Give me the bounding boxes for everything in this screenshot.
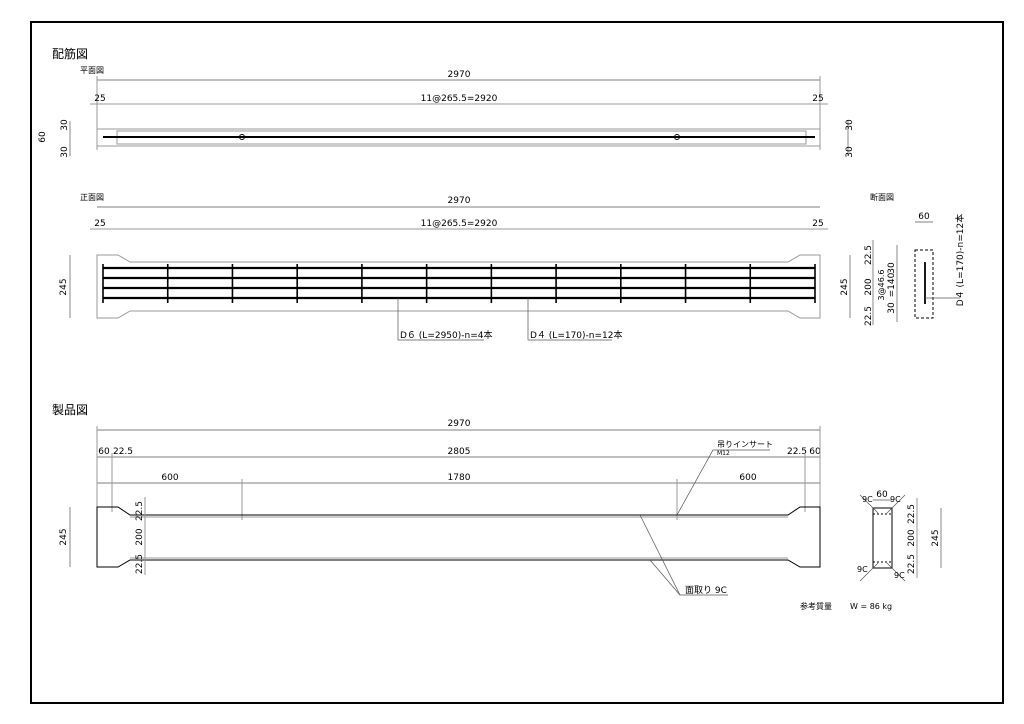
plan-overall-dim: 2970 — [448, 70, 471, 80]
section-pitch3: =140 — [887, 272, 897, 297]
dim-1780: 1780 — [448, 473, 471, 483]
plan-r-bot: 30 — [845, 146, 855, 158]
product-section-height: 245 — [931, 529, 941, 546]
plan-title: 平面図 — [80, 66, 104, 75]
plan-r-top: 30 — [845, 119, 855, 131]
dim-60-right: 60 — [809, 447, 821, 457]
section-title: 断面図 — [870, 192, 894, 202]
rebar-title: 配筋図 — [52, 46, 88, 61]
label-d6: D６ (L=2950)-n=4本 — [400, 329, 493, 341]
dim-22-left: 22.5 — [113, 447, 133, 457]
chamfer-tr: 9C — [890, 495, 901, 504]
dim-600-left: 600 — [161, 473, 178, 483]
product-section-top: 22.5 — [907, 504, 917, 524]
front-pitch: 11@265.5=2920 — [421, 219, 498, 229]
plan-w: 60 — [38, 131, 48, 143]
insert-label: 吊りインサート — [717, 440, 773, 449]
product-section-bot: 22.5 — [907, 554, 917, 574]
product-section-mid: 200 — [907, 529, 917, 546]
section-mid: 200 — [864, 278, 874, 295]
product-view: 2970 60 22.5 2805 22.5 60 600 1780 600 吊… — [59, 419, 821, 596]
product-height: 245 — [59, 528, 69, 545]
plan-pitch: 11@265.5=2920 — [421, 94, 498, 104]
chamfer-br: 9C — [894, 571, 905, 580]
front-view: 2970 25 11@265.5=2920 25 245 D６ (L=2950)… — [59, 196, 828, 341]
front-end-left: 25 — [94, 219, 105, 229]
front-title: 正面図 — [80, 193, 104, 202]
section-bot: 22.5 — [864, 306, 874, 326]
product-title: 製品図 — [52, 403, 88, 417]
section-pitch4: 30 — [887, 302, 897, 314]
front-height: 245 — [59, 278, 69, 295]
sheet-border — [30, 21, 1004, 704]
product-overall-dim: 2970 — [448, 419, 471, 429]
dim-22-right: 22.5 — [787, 447, 807, 457]
chamfer-bl: 9C — [857, 565, 868, 574]
product-section-width: 60 — [876, 490, 888, 500]
section-top: 22.5 — [864, 245, 874, 265]
dim-60-left: 60 — [98, 447, 110, 457]
label-d4: D４ (L=170)-n=12本 — [530, 329, 623, 341]
plan-end-right: 25 — [812, 94, 823, 104]
rebar-section-view: 60 D４ (L=170)-n=12本 245 22.5 200 22.5 30… — [840, 212, 966, 326]
product-h-mid: 200 — [135, 528, 145, 545]
section-pitch2: 3@46.6 — [877, 270, 886, 301]
front-overall-dim: 2970 — [448, 196, 471, 206]
product-section-view: 60 9C 9C 9C 9C 22.5 200 22.5 245 — [857, 490, 942, 582]
plan-w-bot: 30 — [60, 146, 70, 158]
section-pitch1: 30 — [887, 262, 897, 274]
dim-2805: 2805 — [448, 447, 471, 457]
chamfer-tl: 9C — [862, 495, 873, 504]
weight-value: W = 86 kg — [850, 602, 892, 611]
front-end-right: 25 — [812, 219, 823, 229]
insert-spec: M12 — [717, 450, 730, 457]
product-h-top: 22.5 — [135, 501, 145, 521]
section-label: D４ (L=170)-n=12本 — [954, 214, 966, 307]
weight-label: 参考質量 — [800, 601, 832, 611]
section-width: 60 — [918, 212, 930, 222]
plan-end-left: 25 — [94, 94, 105, 104]
plan-w-top: 30 — [60, 119, 70, 131]
section-height: 245 — [840, 278, 850, 295]
plan-view: 2970 25 11@265.5=2920 25 30 60 30 30 30 — [38, 70, 855, 158]
chamfer-label: 面取り 9C — [685, 585, 727, 596]
dim-600-right: 600 — [739, 473, 756, 483]
product-h-bot: 22.5 — [135, 554, 145, 574]
